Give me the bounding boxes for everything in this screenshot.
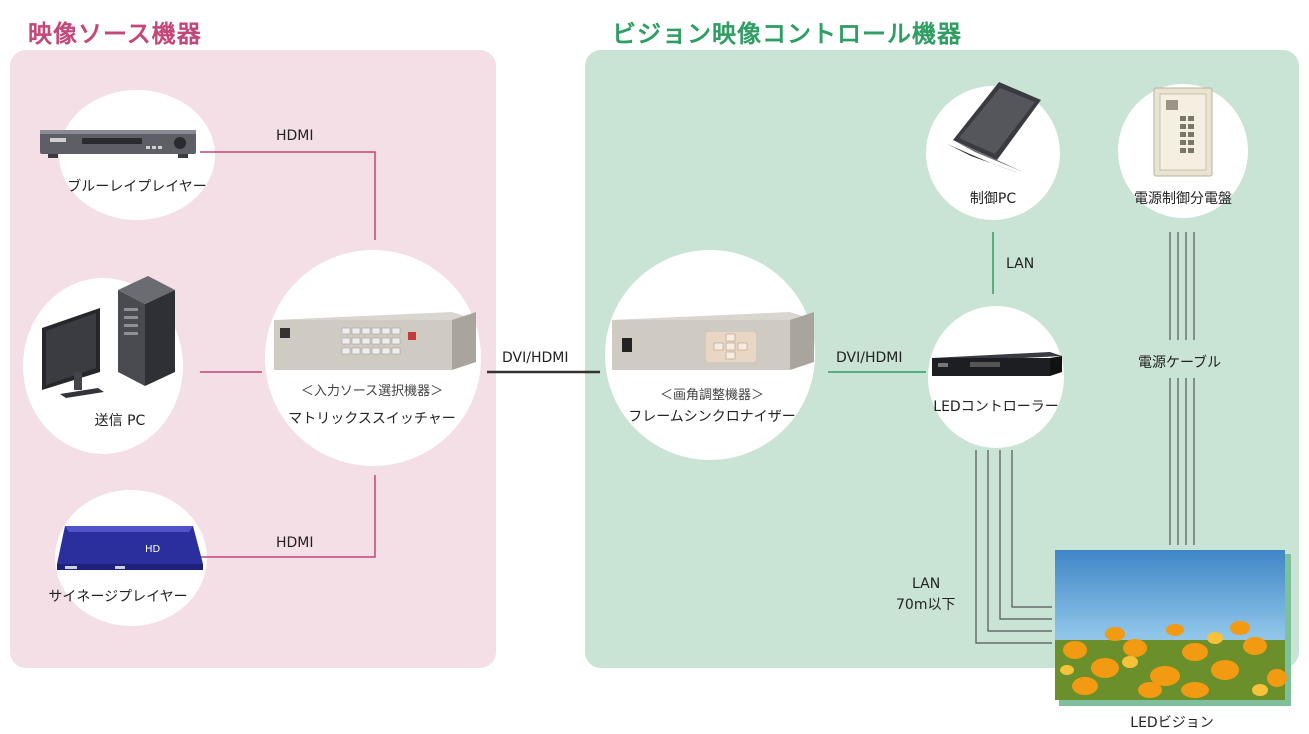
sending-pc-label: 送信 PC	[94, 413, 146, 429]
dvi-hdmi-label-1: DVI/HDMI	[502, 350, 569, 366]
power-panel-icon	[1153, 87, 1213, 177]
hdmi-top-label: HDMI	[276, 128, 314, 144]
matrix-caption: ＜入力ソース選択機器＞	[300, 384, 444, 399]
control-section-title: ビジョン映像コントロール機器	[612, 20, 962, 48]
frame-sync-label: フレームシンクロナイザー	[628, 409, 796, 425]
source-section-title: 映像ソース機器	[28, 20, 202, 48]
lan-bottom-cables	[975, 450, 1052, 644]
led-controller-label: LEDコントローラー	[933, 399, 1059, 415]
bluray-circle	[59, 90, 215, 220]
matrix-switcher-icon	[274, 312, 476, 370]
power-cables	[1169, 232, 1195, 545]
power-panel-label: 電源制御分電盤	[1134, 191, 1232, 207]
power-cable-label: 電源ケーブル	[1138, 355, 1222, 371]
bluray-label: ブルーレイプレイヤー	[67, 179, 207, 195]
led-vision-image	[1055, 550, 1291, 706]
sending-pc-icon	[42, 276, 175, 398]
led-controller-circle	[928, 306, 1064, 448]
frame-sync-caption: ＜画角調整機器＞	[659, 388, 765, 403]
bluray-player-icon	[40, 130, 196, 158]
svg-text:HD: HD	[145, 544, 161, 555]
dvi-hdmi-label-2: DVI/HDMI	[836, 350, 903, 366]
control-pc-icon	[947, 82, 1041, 174]
led-controller-icon	[932, 352, 1062, 376]
hdmi-bottom-label: HDMI	[276, 535, 314, 551]
frame-synchronizer-icon	[612, 312, 814, 370]
signage-player-icon: HD	[57, 526, 203, 570]
control-pc-label: 制御PC	[969, 191, 1017, 207]
lan-top-label: LAN	[1006, 256, 1035, 272]
lan-bottom-label: LAN	[912, 576, 941, 592]
hdmi-top-line	[200, 151, 376, 240]
lan-distance-label: 70m以下	[896, 597, 956, 613]
led-vision-label: LEDビジョン	[1130, 715, 1214, 731]
signage-label: サイネージプレイヤー	[48, 589, 188, 605]
matrix-label: マトリックススイッチャー	[288, 411, 456, 427]
hdmi-bottom-line	[195, 475, 376, 558]
